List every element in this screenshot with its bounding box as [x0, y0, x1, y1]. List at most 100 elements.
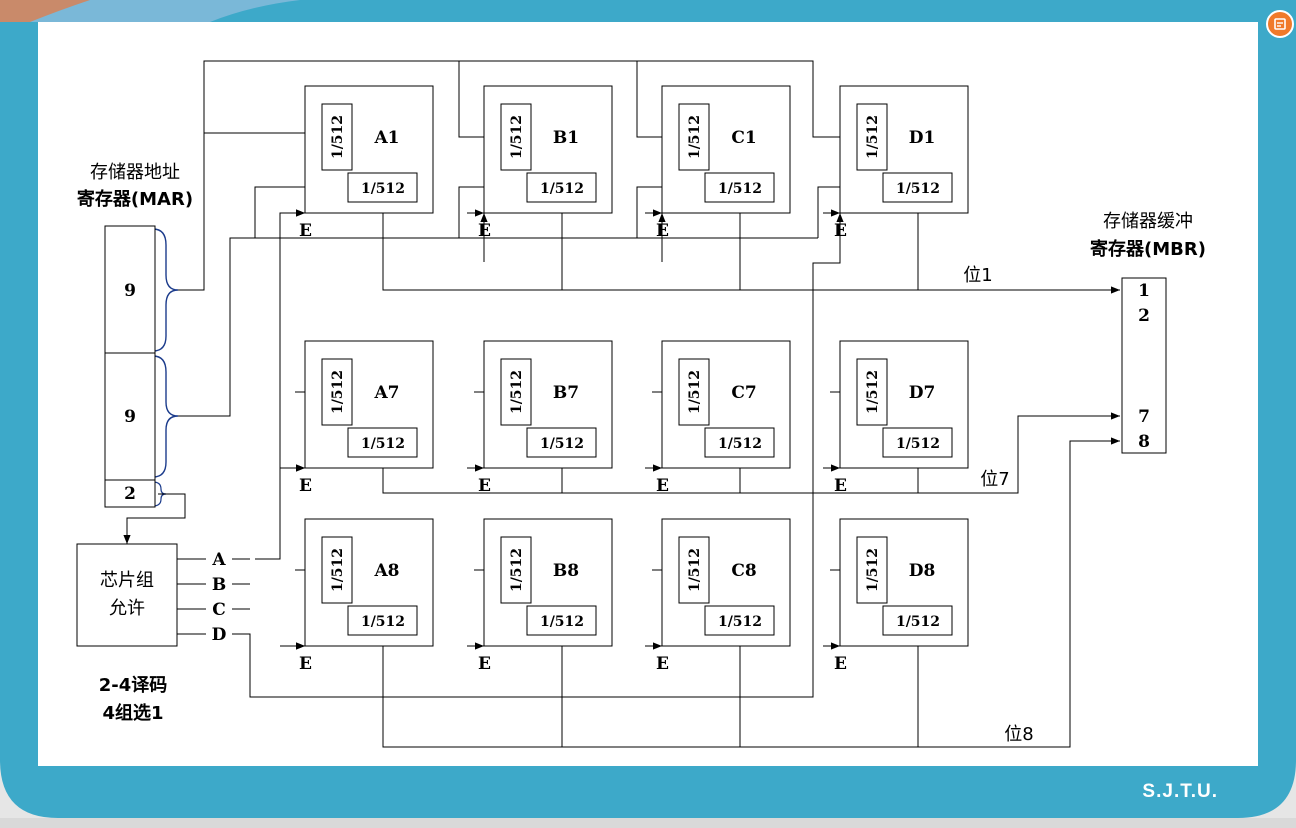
chip-fraction-horizontal: 1/512 — [896, 614, 940, 630]
mbr-cell-1: 1 — [1138, 281, 1150, 301]
chip-fraction-horizontal: 1/512 — [718, 614, 762, 630]
enable-label: E — [834, 654, 847, 674]
chip-word-select-box — [678, 536, 710, 604]
chip-bit-select-box — [882, 605, 953, 636]
mar-field-high — [104, 225, 156, 354]
brace-high — [152, 228, 179, 352]
chip-fraction-horizontal: 1/512 — [540, 181, 584, 197]
enable-label: E — [299, 221, 312, 241]
chip-fraction-vertical: 1/512 — [509, 370, 525, 414]
bit1-label: 位1 — [963, 265, 992, 286]
chip-fraction-vertical: 1/512 — [509, 115, 525, 159]
chip-fraction-horizontal: 1/512 — [361, 181, 405, 197]
chip-bit-select-box — [347, 427, 418, 458]
chip-fraction-vertical: 1/512 — [330, 548, 346, 592]
chip-name-label: B8 — [553, 561, 579, 581]
decoder-title-line2: 允许 — [109, 598, 145, 619]
enable-line-a — [255, 209, 305, 560]
chip-fraction-horizontal: 1/512 — [896, 436, 940, 452]
chip-word-select-box — [321, 536, 353, 604]
slide-canvas — [38, 22, 1258, 766]
chip-word-select-box — [856, 103, 888, 171]
decoder-output-d: D — [212, 625, 227, 645]
chip-word-select-box — [678, 103, 710, 171]
chip-bit-select-box — [882, 172, 953, 203]
mbr-title-line1: 存储器缓冲 — [1103, 211, 1193, 232]
footer-text: S.J.T.U. — [1142, 781, 1218, 802]
chip-fraction-vertical: 1/512 — [509, 548, 525, 592]
mar-title-line2: 寄存器(MAR) — [77, 188, 193, 210]
chip-name-label: C1 — [731, 128, 756, 148]
mbr-cell-7: 7 — [1138, 407, 1150, 427]
chip-name-label: A7 — [373, 383, 399, 403]
chip-bit-select-box — [347, 605, 418, 636]
bit7-label: 位7 — [980, 469, 1009, 490]
decoder-output-a: A — [211, 550, 226, 570]
chip-fraction-vertical: 1/512 — [687, 548, 703, 592]
bit1-bus — [382, 203, 1120, 294]
enable-label: E — [478, 654, 491, 674]
address-bus-mid — [178, 237, 818, 417]
chip-name-label: B1 — [553, 128, 579, 148]
chip-word-select-box — [500, 103, 532, 171]
chip-bit-select-box — [526, 172, 597, 203]
chip-word-select-box — [500, 358, 532, 426]
chip-fraction-vertical: 1/512 — [330, 115, 346, 159]
chip-name-label: B7 — [553, 383, 579, 403]
mar-low-to-decoder — [123, 493, 186, 544]
enable-label: E — [299, 476, 312, 496]
mar-field-mid-label: 9 — [124, 407, 136, 427]
chip-word-select-box — [500, 536, 532, 604]
chip-fraction-vertical: 1/512 — [865, 548, 881, 592]
decoder-caption-line1: 2-4译码 — [99, 675, 168, 696]
chip-bit-select-box — [347, 172, 418, 203]
mar-title-line1: 存储器地址 — [90, 162, 180, 183]
enable-label: E — [656, 221, 669, 241]
floating-app-icon[interactable] — [1266, 10, 1294, 38]
enable-label: E — [834, 476, 847, 496]
mbr-cell-8: 8 — [1138, 432, 1150, 452]
decoder-output-b: B — [212, 575, 226, 595]
chip-word-select-box — [321, 358, 353, 426]
chip-fraction-horizontal: 1/512 — [540, 436, 584, 452]
chip-bit-select-box — [526, 605, 597, 636]
chip-name-label: A8 — [373, 561, 399, 581]
mar-field-low-label: 2 — [124, 484, 136, 504]
mbr-cell-2: 2 — [1138, 306, 1150, 326]
chip-name-label: D1 — [909, 128, 936, 148]
chip-fraction-horizontal: 1/512 — [718, 436, 762, 452]
chip-bit-select-box — [704, 427, 775, 458]
chip-fraction-horizontal: 1/512 — [361, 614, 405, 630]
chip-fraction-vertical: 1/512 — [687, 115, 703, 159]
bit8-label: 位8 — [1004, 724, 1033, 745]
chip-name-label: C8 — [731, 561, 756, 581]
chip-bit-select-box — [704, 605, 775, 636]
chip-fraction-horizontal: 1/512 — [896, 181, 940, 197]
chip-fraction-horizontal: 1/512 — [540, 614, 584, 630]
chip-bit-select-box — [882, 427, 953, 458]
chip-select-decoder — [76, 543, 178, 647]
chip-word-select-box — [856, 358, 888, 426]
mbr-register — [1121, 277, 1167, 454]
decoder-title-line1: 芯片组 — [100, 570, 154, 591]
enable-label: E — [656, 654, 669, 674]
chip-fraction-vertical: 1/512 — [687, 370, 703, 414]
mbr-title-line2: 寄存器(MBR) — [1090, 238, 1206, 260]
enable-label: E — [478, 476, 491, 496]
chip-fraction-vertical: 1/512 — [865, 370, 881, 414]
brace-mid — [152, 355, 179, 478]
chip-name-label: C7 — [731, 383, 756, 403]
enable-label: E — [299, 654, 312, 674]
chip-bit-select-box — [526, 427, 597, 458]
chip-word-select-box — [856, 536, 888, 604]
mar-field-low — [104, 479, 156, 508]
chip-word-select-box — [678, 358, 710, 426]
mar-field-high-label: 9 — [124, 281, 136, 301]
decoder-output-c: C — [212, 600, 226, 620]
chip-bit-select-box — [704, 172, 775, 203]
enable-label: E — [834, 221, 847, 241]
chip-word-select-box — [321, 103, 353, 171]
chip-fraction-vertical: 1/512 — [865, 115, 881, 159]
decoder-caption-line2: 4组选1 — [102, 702, 163, 724]
